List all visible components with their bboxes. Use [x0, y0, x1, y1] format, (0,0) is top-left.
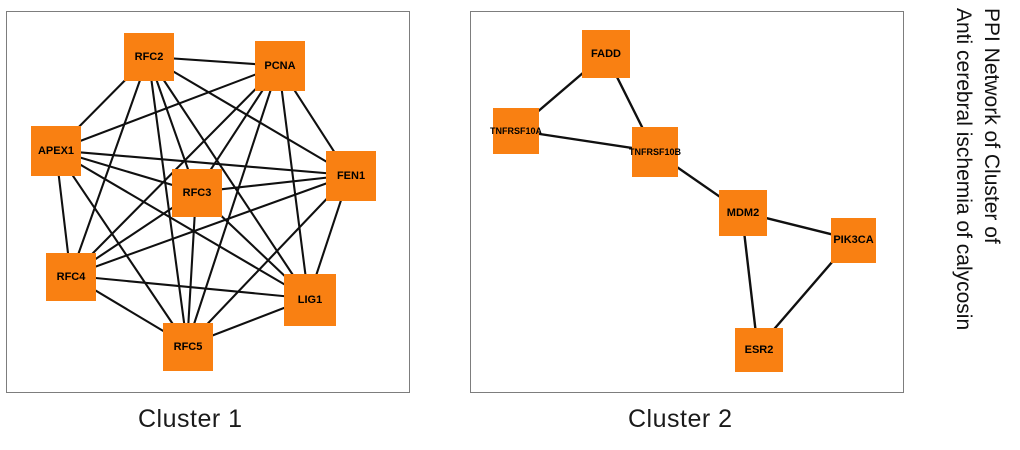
node-label: FADD [591, 47, 621, 60]
edge-FEN1-RFC4 [69, 174, 351, 277]
node-label: TNFRSF10B [629, 146, 682, 157]
node-label: RFC4 [56, 270, 86, 283]
node-label: RFC3 [182, 186, 212, 199]
edge-RFC2-FEN1 [147, 55, 351, 177]
node-label: APEX1 [37, 144, 75, 157]
node-rfc2[interactable]: RFC2 [124, 33, 174, 81]
node-tnfrsf10a[interactable]: TNFRSF10A [490, 108, 543, 154]
cluster-1-caption: Cluster 1 [138, 405, 243, 433]
edge-PCNA-RFC5 [186, 64, 280, 347]
node-pik3ca[interactable]: PIK3CA [831, 218, 876, 263]
node-label: PIK3CA [833, 234, 874, 246]
edge-PCNA-APEX1 [54, 64, 280, 152]
node-label: RFC5 [173, 340, 203, 353]
edge-APEX1-RFC5 [54, 149, 189, 347]
node-lig1[interactable]: LIG1 [284, 274, 336, 326]
node-label: MDM2 [726, 206, 760, 219]
edge-RFC4-LIG1 [69, 274, 310, 300]
node-rfc5[interactable]: RFC5 [163, 323, 213, 371]
cluster-2-edges [514, 52, 853, 350]
side-title-line-2: Anti cerebral ischemia of calycosin [952, 8, 975, 331]
edge-RFC3-RFC5 [186, 191, 198, 347]
edge-APEX1-LIG1 [54, 149, 310, 300]
node-mdm2[interactable]: MDM2 [719, 190, 767, 236]
node-label: FEN1 [336, 169, 366, 182]
edge-RFC2-RFC5 [147, 55, 189, 347]
node-label: RFC2 [134, 50, 164, 63]
node-label: TNFRSF10A [490, 125, 543, 136]
side-title-line-1: PPI Network of Cluster of [980, 8, 1003, 244]
node-label: PCNA [264, 59, 296, 72]
node-esr2[interactable]: ESR2 [735, 328, 783, 372]
node-fen1[interactable]: FEN1 [326, 151, 376, 201]
node-tnfrsf10b[interactable]: TNFRSF10B [629, 127, 682, 177]
node-pcna[interactable]: PCNA [255, 41, 305, 91]
cluster-2-caption: Cluster 2 [628, 405, 733, 433]
node-label: ESR2 [744, 343, 774, 356]
node-label: LIG1 [297, 293, 323, 306]
edge-RFC2-LIG1 [147, 55, 310, 300]
edge-APEX1-FEN1 [54, 149, 351, 177]
node-rfc4[interactable]: RFC4 [46, 253, 96, 301]
node-apex1[interactable]: APEX1 [31, 126, 81, 176]
node-rfc3[interactable]: RFC3 [172, 169, 222, 217]
node-fadd[interactable]: FADD [582, 30, 630, 78]
